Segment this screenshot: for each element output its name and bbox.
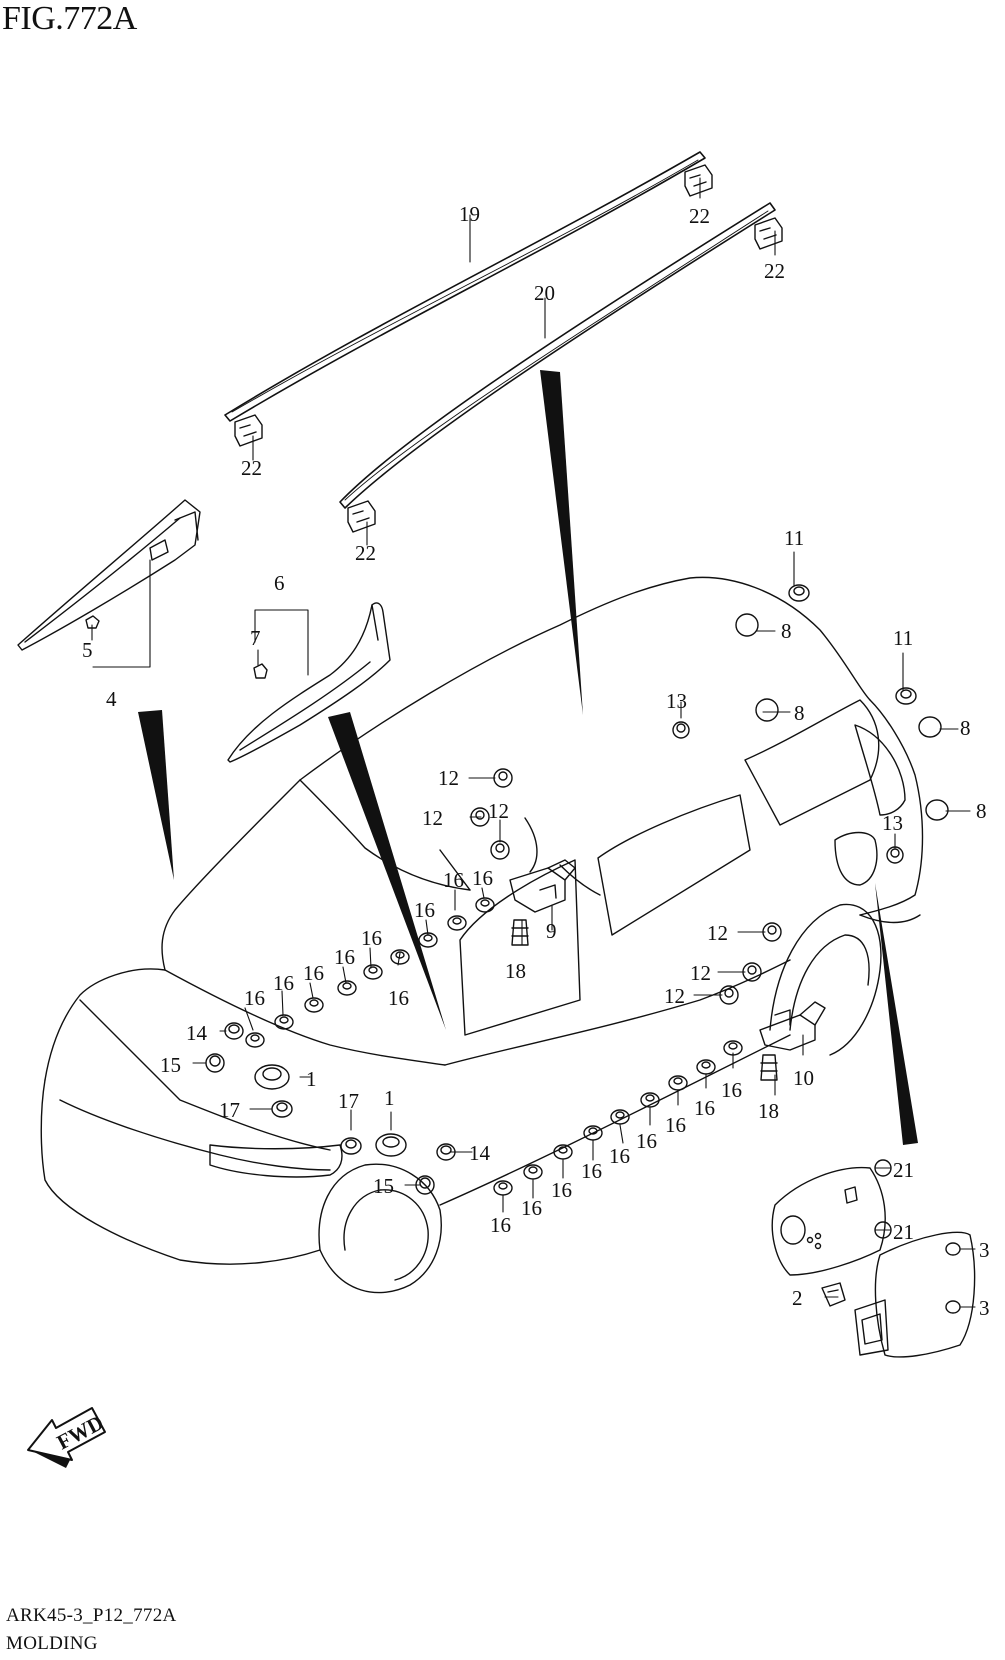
roof-molding-19 [224,151,706,422]
callout-16-2: 16 [273,971,294,995]
footer-code: ARK45-3_P12_772A [6,1605,177,1626]
callout-16-9: 16 [472,866,493,890]
callout-16-18: 16 [721,1078,742,1102]
callout-14-a: 14 [186,1021,208,1045]
callout-16-10: 16 [490,1213,511,1237]
clip-22-a [684,164,713,197]
fasteners [85,584,961,1314]
callout-7: 7 [250,626,261,650]
callout-20: 20 [534,281,555,305]
callout-15-a: 15 [160,1053,181,1077]
callout-labels: 19 20 22 22 22 22 5 4 6 7 11 11 8 8 8 8 … [82,202,990,1320]
callout-18-a: 18 [505,959,526,983]
callout-1-b: 1 [384,1086,395,1110]
callout-16-7: 16 [414,898,435,922]
callout-11-a: 11 [784,526,804,550]
callout-10: 10 [793,1066,814,1090]
roof-molding-20 [339,202,776,509]
callout-2: 2 [792,1286,803,1310]
callout-18-b: 18 [758,1099,779,1123]
callout-6: 6 [274,571,285,595]
callout-19: 19 [459,202,480,226]
callout-16-8: 16 [443,868,464,892]
callout-16-13: 16 [581,1159,602,1183]
molding-6 [227,602,391,763]
callout-22-c: 22 [241,456,262,480]
callout-12-f: 12 [664,984,685,1008]
callout-16-6: 16 [388,986,409,1010]
car-body-outline [40,576,924,1294]
callout-12-a: 12 [438,766,459,790]
callout-8-b: 8 [794,701,805,725]
callout-13-b: 13 [882,811,903,835]
callout-17-b: 17 [338,1089,359,1113]
footer-name: MOLDING [6,1633,98,1654]
callout-16-17: 16 [694,1096,715,1120]
callout-16-4: 16 [334,945,355,969]
clip-22-d [347,500,376,533]
callout-22-a: 22 [689,204,710,228]
pillar-molding-4 [17,499,201,651]
callout-16-14: 16 [609,1144,630,1168]
clip-22-c [234,414,263,447]
callout-22-d: 22 [355,541,376,565]
callout-17-a: 17 [219,1098,240,1122]
callout-1-a: 1 [306,1067,317,1091]
callout-21-b: 21 [893,1220,914,1244]
callout-5: 5 [82,638,93,662]
callout-12-b: 12 [422,806,443,830]
fwd-arrow-icon [27,1407,106,1468]
clip-22-b [754,217,783,250]
callout-12-e: 12 [690,961,711,985]
callout-16-5: 16 [361,926,382,950]
fuel-door-lid [854,1231,976,1358]
callout-3-a: 3 [979,1238,990,1262]
callout-8-c: 8 [960,716,971,740]
callout-8-a: 8 [781,619,792,643]
pointer-arrows [138,370,918,1145]
callout-13-a: 13 [666,689,687,713]
callout-11-b: 11 [893,626,913,650]
callout-16-3: 16 [303,961,324,985]
callout-3-b: 3 [979,1296,990,1320]
callout-9: 9 [546,919,557,943]
figure-title: FIG.772A [2,0,137,37]
callout-22-b: 22 [764,259,785,283]
callout-12-d: 12 [707,921,728,945]
callout-16-12: 16 [551,1178,572,1202]
callout-16-16: 16 [665,1113,686,1137]
callout-16-11: 16 [521,1196,542,1220]
callout-4: 4 [106,687,117,711]
callout-16-1: 16 [244,986,265,1010]
callout-21-a: 21 [893,1158,914,1182]
fuel-door-housing [771,1166,886,1276]
callout-15-b: 15 [373,1174,394,1198]
callout-16-15: 16 [636,1129,657,1153]
callout-12-c: 12 [488,799,509,823]
callout-8-d: 8 [976,799,987,823]
callout-14-b: 14 [469,1141,491,1165]
leader-lines [91,177,976,1308]
